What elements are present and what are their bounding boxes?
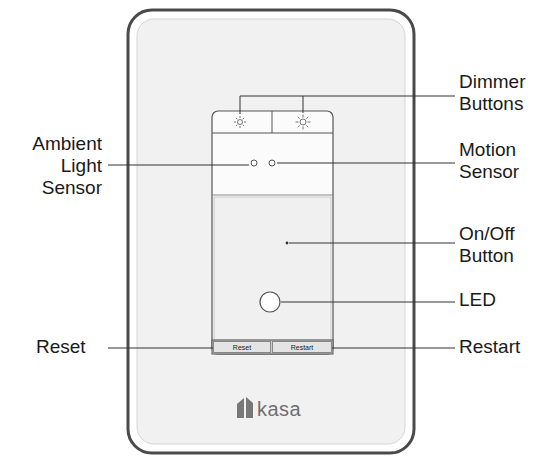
button-label: Restart bbox=[291, 344, 314, 351]
part-label: Dimmer Buttons bbox=[459, 71, 545, 115]
restart-button: Restart bbox=[272, 341, 332, 353]
reset-button: Reset bbox=[213, 341, 271, 353]
button-label: Reset bbox=[233, 344, 251, 351]
part-label: LED bbox=[459, 289, 545, 311]
part-label: On/Off Button bbox=[459, 223, 545, 267]
part-label: Reset bbox=[36, 336, 106, 358]
part-label: Ambient Light Sensor bbox=[4, 133, 102, 199]
part-label: Restart bbox=[459, 336, 545, 358]
brand-logo-text: kasa bbox=[257, 398, 327, 420]
part-label: Motion Sensor bbox=[459, 139, 545, 183]
